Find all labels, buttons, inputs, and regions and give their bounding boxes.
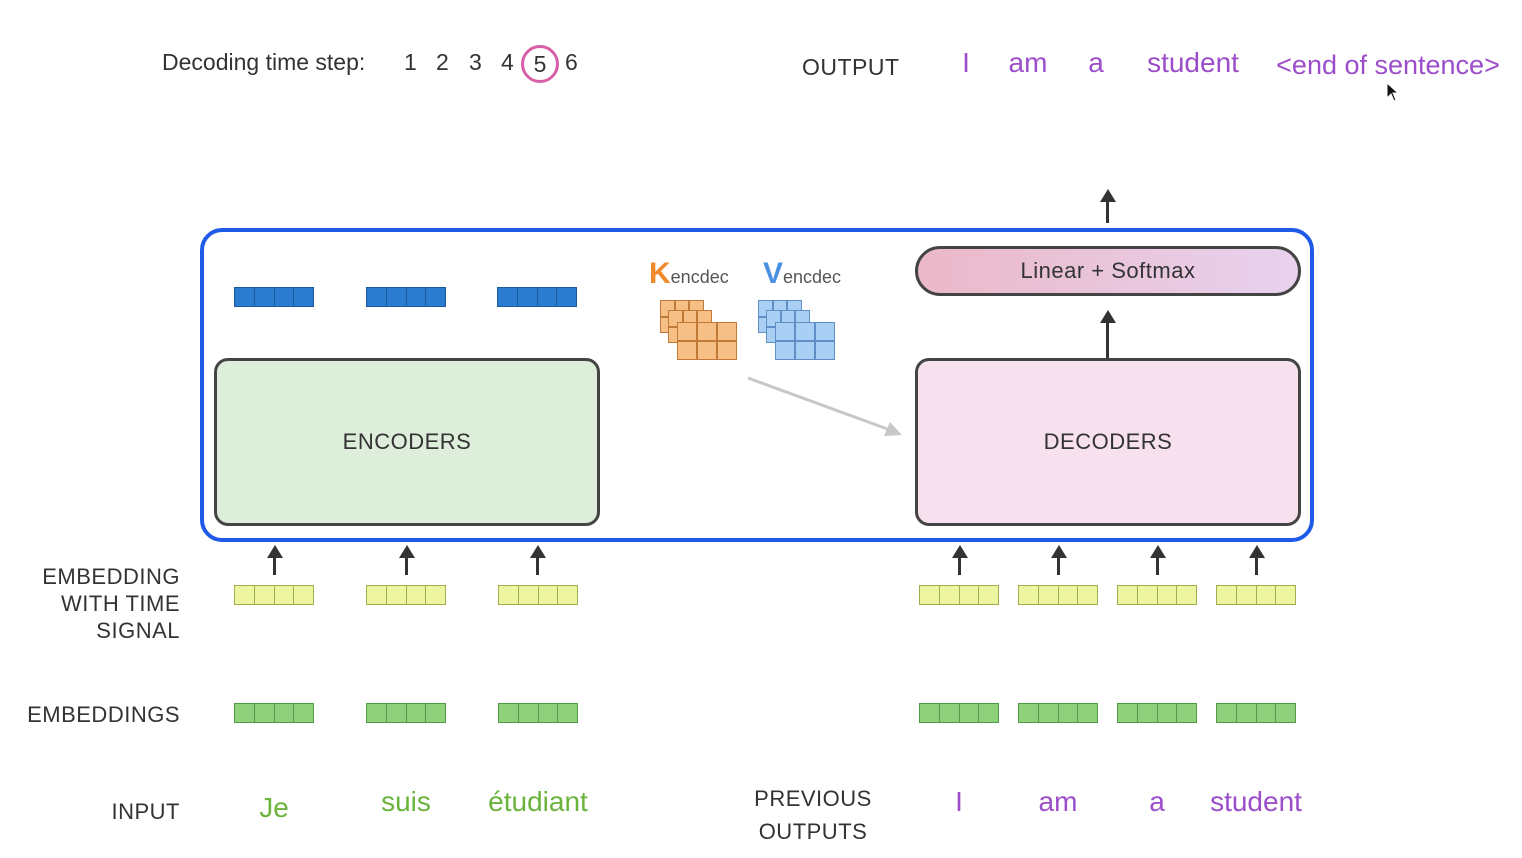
step-4: 4 [501, 49, 514, 75]
decoder-input-arrow [958, 557, 961, 575]
k-encdec-label: Kencdec [649, 257, 729, 291]
time-signal-vector [1216, 585, 1296, 605]
decoder-to-linear-arrow [1106, 322, 1109, 358]
decoder-input-arrow [1057, 557, 1060, 575]
linear-softmax-block: Linear + Softmax [915, 246, 1301, 296]
encoder-output-vector [366, 287, 446, 307]
step-5-current: 5 [521, 45, 559, 83]
v-matrix-front [775, 322, 835, 360]
v-main: V [763, 257, 784, 290]
input-word-suis: suis [381, 786, 431, 817]
transformer-outer-box [200, 228, 1314, 542]
embedding-vector [498, 703, 578, 723]
prev-output-word-am: am [1038, 786, 1078, 817]
k-matrix-front [677, 322, 737, 360]
previous-outputs-label: PREVIOUS OUTPUTS [740, 782, 886, 848]
decoding-step-label: Decoding time step: [162, 49, 366, 75]
encoder-output-vector [234, 287, 314, 307]
time-signal-vector [1117, 585, 1197, 605]
step-1: 1 [404, 49, 417, 75]
step-2: 2 [436, 49, 449, 75]
k-sub: encdec [670, 267, 729, 287]
v-encdec-label: Vencdec [763, 257, 841, 291]
input-label: INPUT [111, 799, 180, 824]
decoders-block: DECODERS [915, 358, 1301, 526]
input-word-etudiant: étudiant [488, 786, 588, 817]
decoder-input-arrow [1156, 557, 1159, 575]
encoder-input-arrow [536, 557, 539, 575]
label-line-1: PREVIOUS [754, 786, 872, 811]
encoder-input-arrow [273, 557, 276, 575]
label-line-3: SIGNAL [96, 618, 180, 643]
output-word-am: am [1008, 47, 1048, 78]
embedding-time-signal-label: EMBEDDING WITH TIME SIGNAL [20, 563, 180, 644]
mouse-cursor-icon [1386, 82, 1400, 102]
encoders-block: ENCODERS [214, 358, 600, 526]
kv-to-decoder-arrow [747, 376, 902, 436]
output-label: OUTPUT [802, 54, 900, 80]
embeddings-label: EMBEDDINGS [27, 702, 180, 727]
input-word-je: Je [259, 792, 289, 823]
label-line-1: EMBEDDING [42, 564, 180, 589]
time-signal-vector [498, 585, 578, 605]
embedding-vector [366, 703, 446, 723]
embedding-vector [1117, 703, 1197, 723]
label-line-2: WITH TIME [61, 591, 180, 616]
prev-output-word-i: I [955, 786, 963, 817]
embedding-vector [1018, 703, 1098, 723]
time-signal-vector [234, 585, 314, 605]
output-arrow [1106, 201, 1109, 223]
output-word-student: student [1147, 47, 1239, 78]
k-main: K [649, 257, 671, 290]
prev-output-word-a: a [1149, 786, 1165, 817]
embedding-vector [234, 703, 314, 723]
time-signal-vector [1018, 585, 1098, 605]
time-signal-vector [366, 585, 446, 605]
output-word-i: I [962, 47, 970, 78]
prev-output-word-student: student [1210, 786, 1302, 817]
encoder-input-arrow [405, 557, 408, 575]
output-word-a: a [1088, 47, 1104, 78]
encoder-output-vector [497, 287, 577, 307]
embedding-vector [919, 703, 999, 723]
step-6: 6 [565, 49, 578, 75]
time-signal-vector [919, 585, 999, 605]
label-line-2: OUTPUTS [758, 819, 868, 844]
step-3: 3 [469, 49, 482, 75]
v-sub: encdec [783, 267, 842, 287]
output-word-end: <end of sentence> [1276, 50, 1500, 80]
decoder-input-arrow [1255, 557, 1258, 575]
embedding-vector [1216, 703, 1296, 723]
